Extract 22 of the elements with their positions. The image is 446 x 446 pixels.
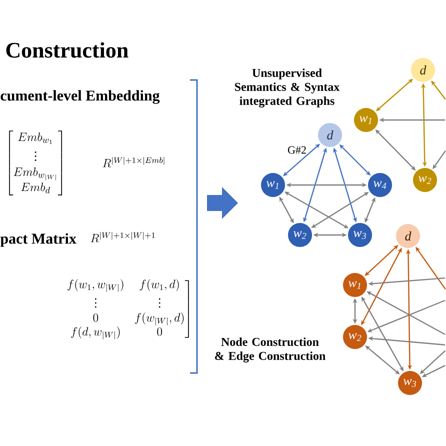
graph-node: w$_{2}$ — [343, 325, 367, 349]
impact-matrix: $\left.\begin{matrix}f(w_1,w_{|W|}) & f(w_1,d)\\\vdots & \vdots\\0 & f(w_{|W|},d)\\f(d,w_{|W|}) & 0\end{matrix}\right]$ — [68, 279, 189, 340]
graph-node: d — [396, 224, 420, 248]
formula: $R^{|W|+1\times|Emb|}$ — [102, 156, 164, 168]
formula: $R^{|W|+1\times|W|+1}$ — [90, 232, 155, 242]
graph-node: w$_{4}$ — [368, 173, 392, 197]
graph-label: G#2 — [288, 146, 306, 154]
graph-node: w$_{2}$ — [413, 168, 437, 192]
graph-node: w$_{1}$ — [343, 273, 367, 297]
step-label: Node Construction & Edge Construction — [215, 338, 326, 362]
section-heading: pact Matrix — [0, 233, 76, 247]
graph-node: d — [411, 58, 435, 82]
embedding-matrix: $\begin{bmatrix}Emb_{w_1}\\\vdots\\Emb_{w_{|W|}}\\Emb_d\end{bmatrix}$ — [9, 130, 62, 196]
graph-node: w$_{3}$ — [348, 223, 372, 247]
graph-node: w$_{2}$ — [288, 223, 312, 247]
section-heading: cument-level Embedding — [0, 90, 160, 104]
graph-node: d — [318, 123, 342, 147]
graph-title: Unsupervised Semantics & Syntax integrated Graphs — [234, 68, 340, 108]
graph-node: w$_{1}$ — [261, 173, 285, 197]
heading: Construction — [6, 42, 128, 58]
graph-node: w$_{3}$ — [398, 371, 422, 395]
graph-node: w$_{1}$ — [354, 108, 378, 132]
